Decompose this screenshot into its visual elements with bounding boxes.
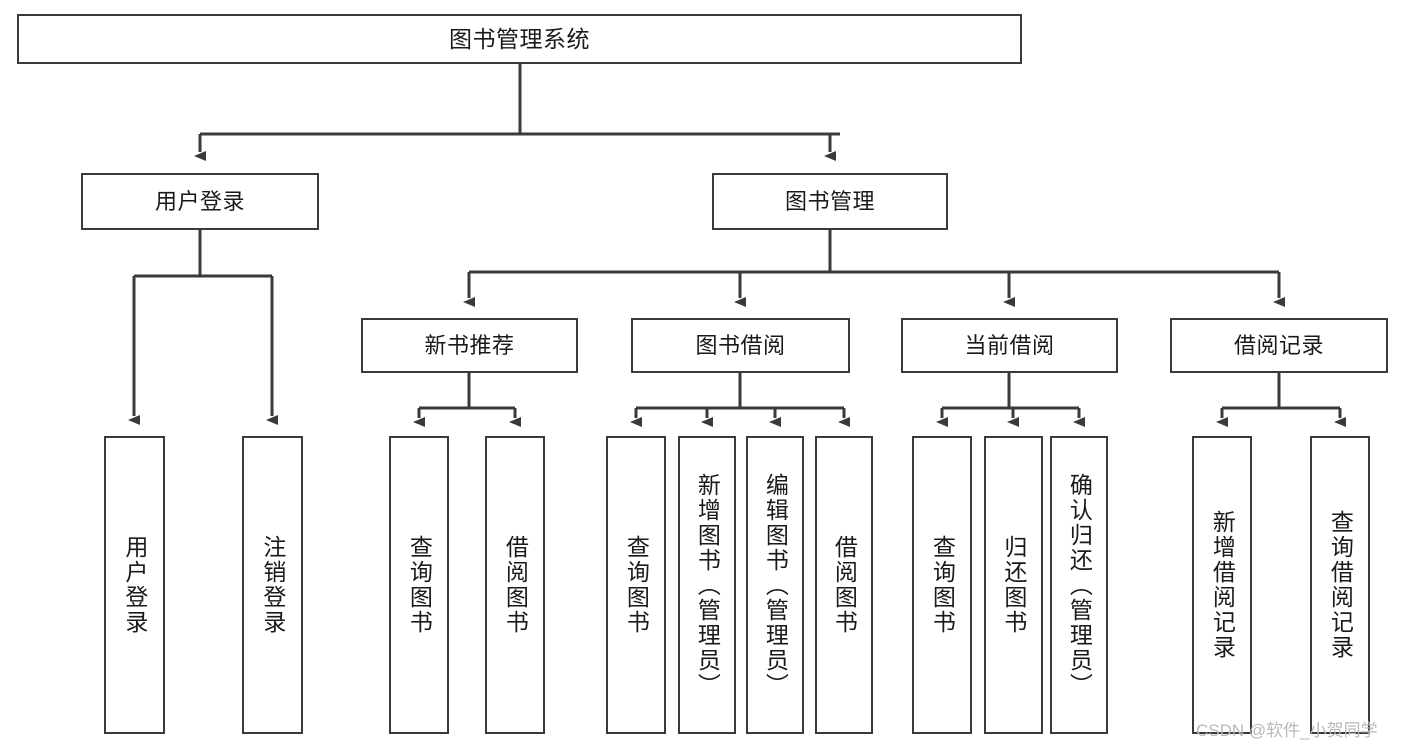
- node-label: 当前借阅: [964, 332, 1055, 358]
- node-label: 注销登录: [259, 535, 286, 635]
- node-label: 借阅图书: [831, 535, 858, 635]
- node-leaf-user-login[interactable]: 用户登录: [104, 436, 165, 734]
- node-label: 确认归还（管理员）: [1066, 472, 1093, 698]
- node-label: 图书借阅: [695, 332, 786, 358]
- node-leaf-query-book-3[interactable]: 查询图书: [912, 436, 972, 734]
- node-label: 新书推荐: [424, 332, 515, 358]
- node-label: 借阅记录: [1233, 332, 1324, 358]
- node-label: 用户登录: [154, 188, 245, 214]
- node-label: 查询借阅记录: [1327, 510, 1354, 660]
- node-leaf-borrow-book-2[interactable]: 借阅图书: [815, 436, 873, 734]
- node-leaf-add-book[interactable]: 新增图书（管理员）: [678, 436, 736, 734]
- node-label: 用户登录: [121, 535, 148, 635]
- node-book-management[interactable]: 图书管理: [712, 173, 948, 230]
- node-leaf-query-record[interactable]: 查询借阅记录: [1310, 436, 1370, 734]
- node-leaf-borrow-book-1[interactable]: 借阅图书: [485, 436, 545, 734]
- node-label: 借阅图书: [502, 535, 529, 635]
- node-leaf-return-book[interactable]: 归还图书: [984, 436, 1043, 734]
- node-label: 查询图书: [929, 535, 956, 635]
- node-label: 图书管理系统: [449, 25, 590, 52]
- node-current-borrow[interactable]: 当前借阅: [901, 318, 1118, 373]
- node-book-borrow[interactable]: 图书借阅: [631, 318, 850, 373]
- node-new-book-recommend[interactable]: 新书推荐: [361, 318, 578, 373]
- node-borrow-record[interactable]: 借阅记录: [1170, 318, 1388, 373]
- node-leaf-query-book-2[interactable]: 查询图书: [606, 436, 666, 734]
- node-book-management-system[interactable]: 图书管理系统: [17, 14, 1022, 64]
- node-leaf-query-book-1[interactable]: 查询图书: [389, 436, 449, 734]
- node-label: 图书管理: [784, 188, 875, 214]
- node-label: 查询图书: [406, 535, 433, 635]
- node-leaf-add-record[interactable]: 新增借阅记录: [1192, 436, 1252, 734]
- node-leaf-edit-book[interactable]: 编辑图书（管理员）: [746, 436, 804, 734]
- node-user-login[interactable]: 用户登录: [81, 173, 319, 230]
- node-leaf-logout[interactable]: 注销登录: [242, 436, 303, 734]
- node-label: 新增借阅记录: [1209, 510, 1236, 660]
- node-label: 新增图书（管理员）: [694, 472, 721, 698]
- node-label: 查询图书: [623, 535, 650, 635]
- node-label: 归还图书: [1000, 535, 1027, 635]
- node-leaf-confirm-return[interactable]: 确认归还（管理员）: [1050, 436, 1108, 734]
- node-label: 编辑图书（管理员）: [762, 472, 789, 698]
